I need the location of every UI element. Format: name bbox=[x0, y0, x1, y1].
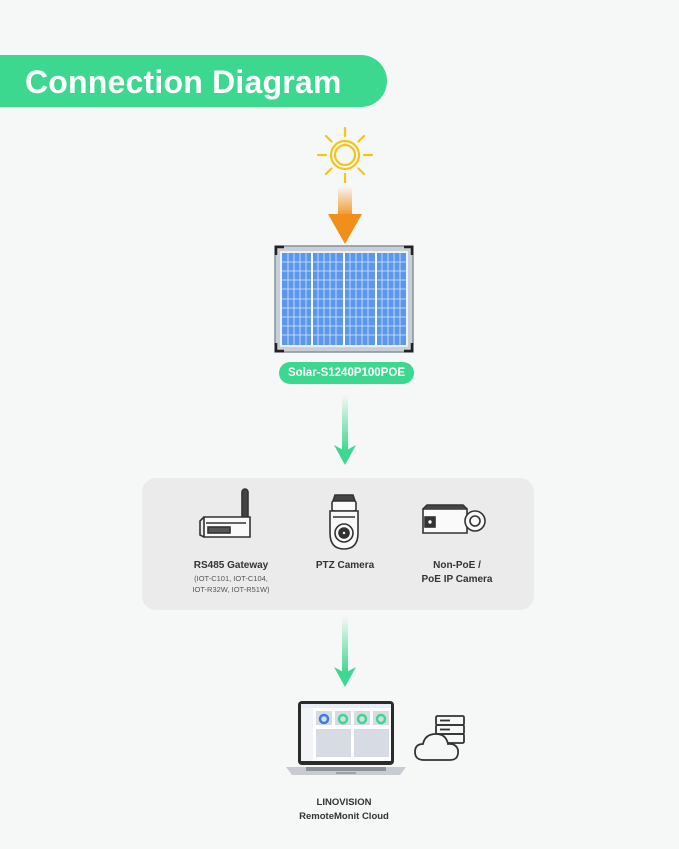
cloud-label-service: RemoteMonit Cloud bbox=[299, 811, 389, 822]
cloud-server-icon bbox=[414, 715, 465, 761]
solar-panel-icon bbox=[274, 245, 414, 353]
ip-camera-label-2: PoE IP Camera bbox=[421, 574, 493, 585]
laptop-icon bbox=[286, 701, 406, 775]
title-banner: Connection Diagram bbox=[0, 55, 387, 107]
ptz-camera-label: PTZ Camera bbox=[315, 560, 375, 571]
sun-arrow-icon bbox=[328, 186, 362, 244]
bullet-camera-icon bbox=[422, 504, 486, 534]
arrow-down-icon bbox=[334, 395, 356, 465]
ip-camera-label-1: Non-PoE / bbox=[433, 560, 481, 571]
arrow-down-icon-2 bbox=[334, 617, 356, 687]
solar-model-label: Solar-S1240P100POE bbox=[279, 362, 414, 384]
sun-icon bbox=[316, 126, 374, 184]
cloud-label-brand: LINOVISION bbox=[316, 797, 372, 808]
page-title: Connection Diagram bbox=[25, 64, 342, 100]
gateway-label: RS485 Gateway bbox=[193, 560, 269, 571]
gateway-models-2: IOT-R32W, IOT-R51W) bbox=[192, 585, 270, 594]
gateway-icon bbox=[199, 488, 251, 538]
ptz-camera-icon bbox=[329, 494, 359, 550]
gateway-models-1: (IOT-C101, IOT-C104, bbox=[194, 574, 268, 583]
cloud-label: LINOVISION RemoteMonit Cloud bbox=[244, 796, 444, 824]
